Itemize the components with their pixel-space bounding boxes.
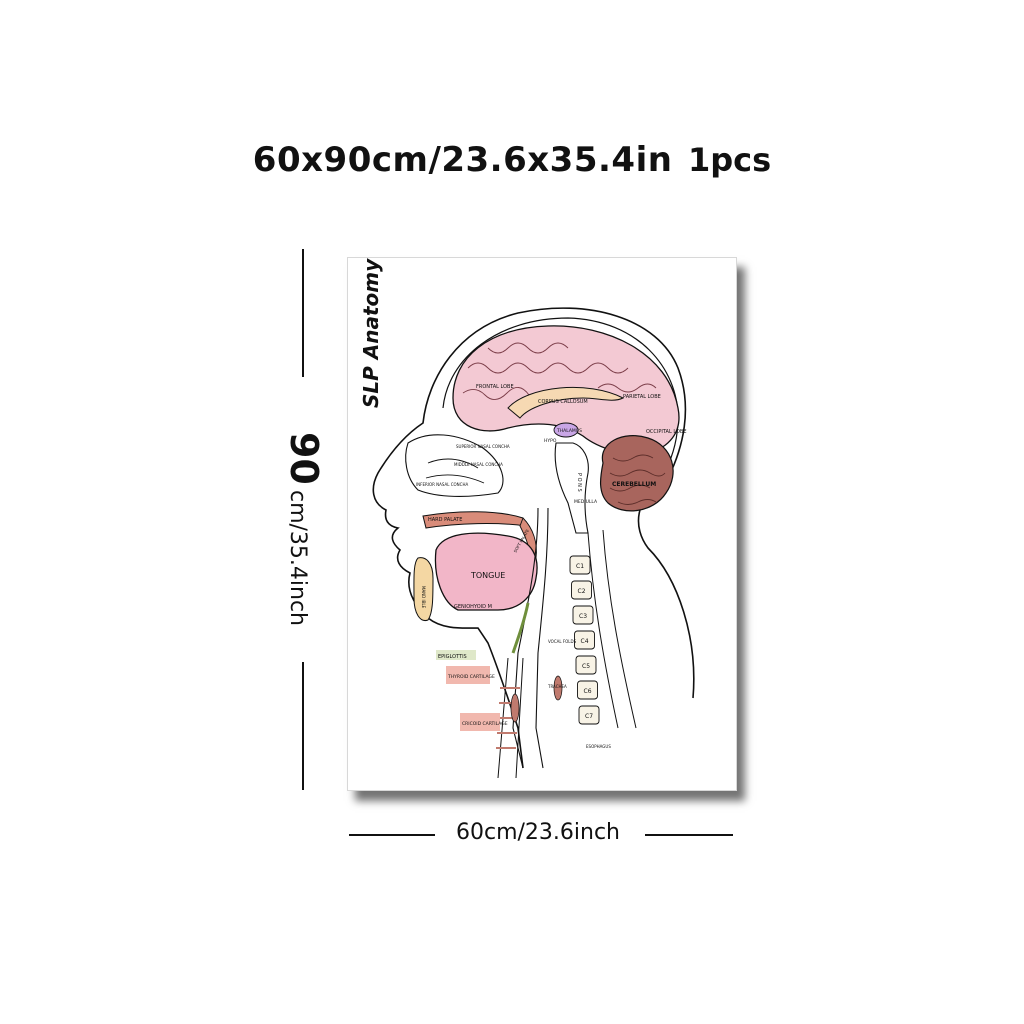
pharynx	[512, 507, 549, 769]
spinal-cord	[587, 529, 637, 729]
cerebellum-folia	[609, 454, 666, 505]
vertebra-c3	[572, 605, 594, 625]
cricoid-cartilage-tag	[460, 713, 500, 731]
height-dimension-line-top	[302, 249, 304, 377]
vertebra-c4	[574, 630, 595, 650]
thyroid-cartilage-tag	[446, 666, 490, 684]
vertebra-c7	[578, 705, 600, 725]
label-cricoid-cartilage: CRICOID CARTILAGE	[462, 721, 508, 727]
vertebra-c5	[575, 655, 597, 675]
label-hypo: HYPO	[544, 438, 557, 444]
label-parietal-lobe: PARIETAL LOBE	[623, 394, 661, 400]
vertebra-label-c6: C6	[584, 688, 592, 695]
vertebra-label-c7: C7	[585, 713, 593, 720]
cartilage-rings	[496, 687, 520, 749]
height-label: 90 cm/35.4inch	[279, 432, 329, 626]
tongue	[434, 532, 538, 611]
vertebra-label-c1: C1	[576, 563, 584, 570]
mandible	[413, 557, 434, 622]
label-tongue: TONGUE	[470, 571, 505, 580]
vertebra-c1	[569, 555, 591, 575]
vocal-folds	[553, 675, 563, 701]
label-mandible: MAND IBLE	[421, 586, 426, 609]
vertebra-label-c3: C3	[579, 613, 587, 620]
label-thyroid-cartilage: THYROID CARTILAGE	[447, 674, 495, 680]
label-hard-palate: HARD PALATE	[428, 517, 462, 523]
size-headline: 60x90cm/23.6x35.4in 1pcs	[0, 140, 1024, 180]
epiglottis-tag	[436, 650, 476, 660]
cerebellum	[600, 435, 674, 512]
vertebra-c2	[571, 580, 592, 600]
label-vocal-folds: VOCAL FOLDS	[548, 639, 577, 644]
nasal-conchae	[425, 458, 485, 484]
label-corpus-callosum: CORPUS CALLOSUM	[538, 399, 588, 405]
cricoid-cartilage	[510, 693, 520, 723]
quantity-label: 1pcs	[688, 141, 772, 179]
label-occipital-lobe: OCCIPITAL LOBE	[646, 429, 686, 435]
poster-title: SLP Anatomy	[359, 258, 383, 408]
label-trachea: TRACHEA	[547, 684, 567, 689]
label-cerebellum: CEREBELLUM	[612, 481, 656, 488]
epiglottis	[511, 602, 530, 654]
label-epiglottis: EPIGLOTTIS	[438, 654, 467, 660]
label-thalamus: THALAMUS	[556, 428, 582, 434]
label-esophagus: ESOPHAGUS	[586, 744, 611, 749]
brainstem	[554, 442, 589, 534]
brain-gyri	[462, 342, 657, 400]
label-mylohyoid: GENIOHYOID M	[454, 604, 492, 610]
label-middle-nasal-concha: MIDDLE NASAL CONCHA	[454, 462, 503, 467]
width-dimension-line-left	[349, 834, 435, 836]
label-medulla: MED ULLA	[574, 499, 598, 505]
vertebra-label-c5: C5	[582, 663, 590, 670]
width-dimension-line-right	[645, 834, 733, 836]
corpus-callosum	[507, 386, 625, 419]
label-pons: P O N S	[576, 473, 582, 492]
thalamus	[553, 422, 579, 438]
width-label: 60cm/23.6inch	[455, 820, 620, 845]
label-inferior-nasal-concha: INFERIOR NASAL CONCHA	[416, 482, 468, 487]
label-frontal-lobe: FRONTAL LOBE	[476, 384, 514, 390]
vertebra-label-c4: C4	[581, 638, 589, 645]
height-dimension-line-bottom	[302, 662, 304, 790]
size-dimensions: 60x90cm/23.6x35.4in	[252, 140, 673, 180]
height-unit: cm/35.4inch	[285, 489, 310, 627]
vertebra-c6	[577, 680, 598, 700]
vertebra-label-c2: C2	[578, 588, 586, 595]
label-superior-nasal-concha: SUPERIOR NASAL CONCHA	[456, 444, 510, 449]
nasal-cavity	[405, 434, 504, 497]
height-number: 90	[282, 431, 326, 485]
